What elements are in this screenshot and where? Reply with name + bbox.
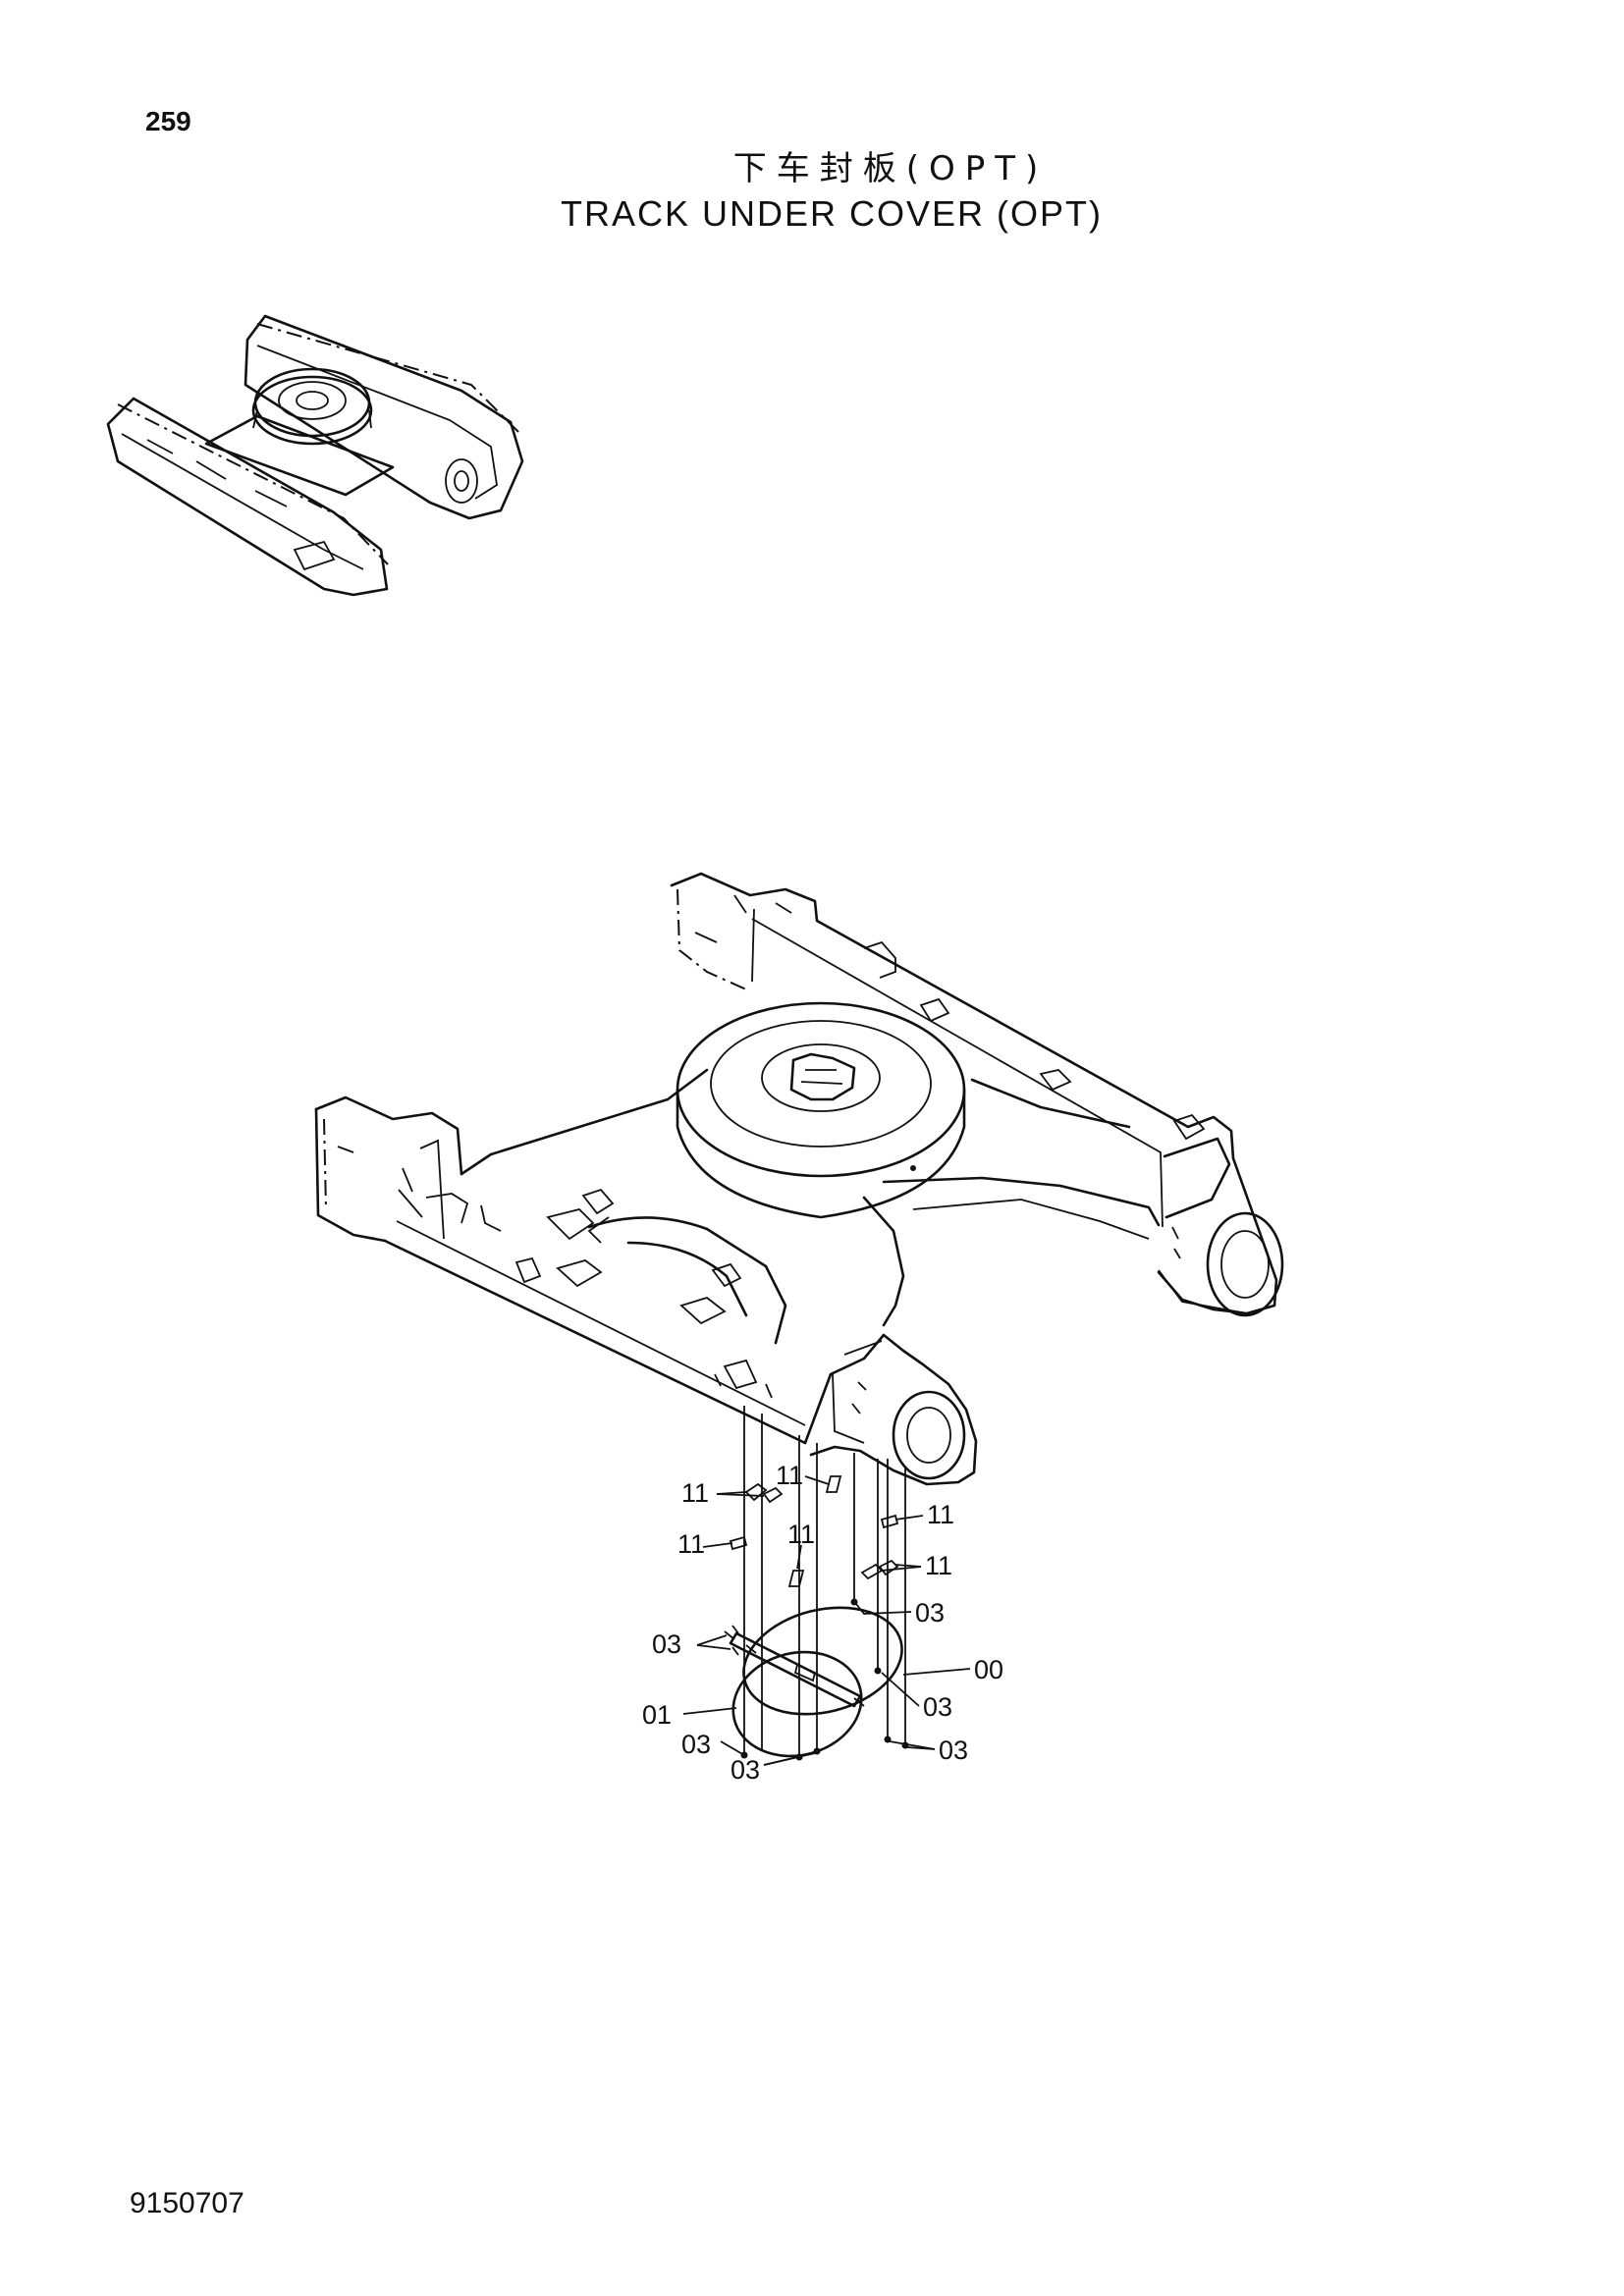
page-number: 259 bbox=[145, 106, 191, 136]
callout-03-right-upper: 03 bbox=[915, 1598, 945, 1628]
callout-03-right-middle: 03 bbox=[923, 1692, 952, 1722]
callout-11-top-center: 11 bbox=[776, 1461, 803, 1490]
callout-11-mid-left: 11 bbox=[677, 1529, 705, 1559]
title-english: TRACK UNDER COVER (OPT) bbox=[560, 193, 1104, 234]
track-frame bbox=[314, 872, 1284, 1486]
callout-11-mid-right: 11 bbox=[925, 1551, 952, 1580]
callout-01: 01 bbox=[642, 1700, 672, 1730]
callout-03-bottom-right: 03 bbox=[939, 1735, 968, 1765]
callout-11-upper-right: 11 bbox=[927, 1500, 954, 1529]
title-block: 下车封板(OPT) TRACK UNDER COVER (OPT) bbox=[0, 147, 1624, 238]
title-chinese: 下车封板(OPT) bbox=[732, 149, 1049, 188]
callout-03-left-upper: 03 bbox=[652, 1629, 681, 1659]
key-map-undercarriage bbox=[106, 314, 524, 597]
callout-03-bottom-center: 03 bbox=[731, 1755, 760, 1785]
exploded-view bbox=[682, 1406, 971, 1766]
document-code: 9150707 bbox=[130, 2187, 244, 2219]
callout-11-center: 11 bbox=[787, 1520, 815, 1549]
callout-03-bottom-left: 03 bbox=[681, 1730, 711, 1759]
callout-00: 00 bbox=[974, 1655, 1003, 1684]
callout-11-upper-left: 11 bbox=[681, 1478, 709, 1508]
